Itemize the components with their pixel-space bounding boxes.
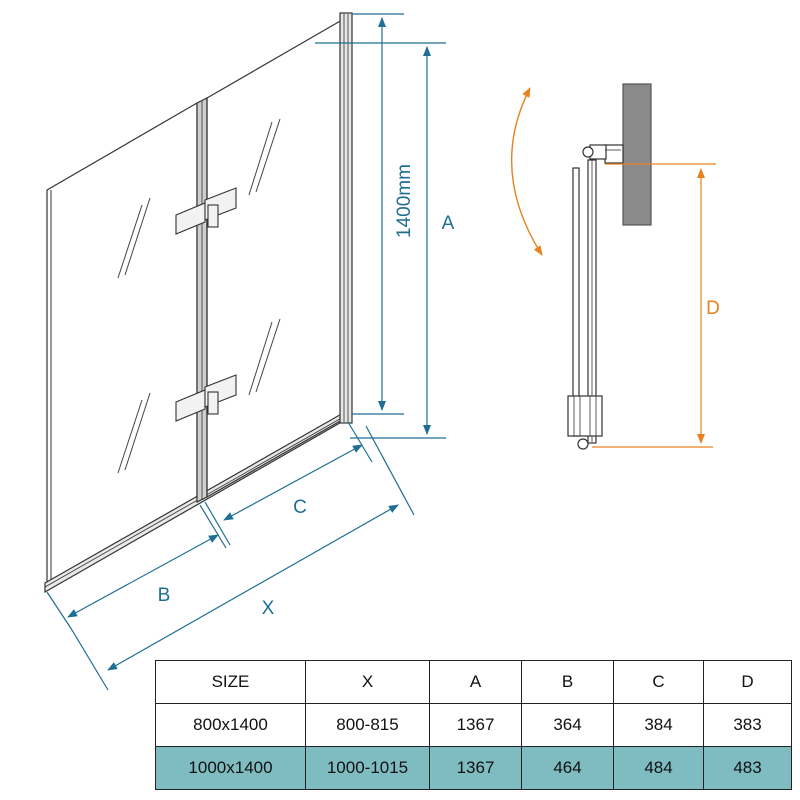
dimension-X-line	[107, 504, 399, 671]
label-C: C	[293, 497, 307, 518]
table-cell: 384	[613, 703, 704, 747]
label-A: A	[442, 213, 455, 234]
table-cell: 1367	[429, 746, 522, 790]
table-cell: 800-815	[305, 703, 430, 747]
table-cell: 1367	[429, 703, 522, 747]
dimension-B-line	[67, 534, 219, 618]
table-header-row: SIZE X A B C D	[155, 660, 792, 704]
table-cell: 483	[703, 746, 792, 790]
header-cell: A	[429, 660, 522, 704]
front-dimensions	[46, 13, 446, 691]
label-D: D	[706, 298, 720, 319]
header-cell: C	[613, 660, 704, 704]
lower-hinge	[175, 374, 237, 422]
table-cell: 800x1400	[155, 703, 306, 747]
table-cell: 364	[521, 703, 614, 747]
upper-hinge	[175, 187, 237, 235]
size-table: SIZE X A B C D 800x1400 800-815 1367 364…	[155, 660, 792, 790]
header-cell: B	[521, 660, 614, 704]
table-cell: 464	[521, 746, 614, 790]
table-cell: 383	[703, 703, 792, 747]
label-height: 1400mm	[394, 164, 415, 238]
wall-block	[622, 83, 652, 226]
header-cell: X	[305, 660, 430, 704]
wall-profile	[339, 12, 353, 424]
table-row: 800x1400 800-815 1367 364 384 383	[155, 703, 792, 747]
rotation-arc-arrow	[510, 87, 543, 256]
table-cell: 1000x1400	[155, 746, 306, 790]
header-cell: D	[703, 660, 792, 704]
side-dimensions	[592, 163, 716, 448]
table-row-highlighted: 1000x1400 1000-1015 1367 464 484 483	[155, 746, 792, 790]
label-B: B	[158, 585, 171, 606]
glass-reflections	[117, 118, 281, 474]
table-cell: 1000-1015	[305, 746, 430, 790]
table-cell: 484	[613, 746, 704, 790]
header-cell: SIZE	[155, 660, 306, 704]
side-view	[567, 83, 652, 450]
label-X: X	[262, 598, 275, 619]
